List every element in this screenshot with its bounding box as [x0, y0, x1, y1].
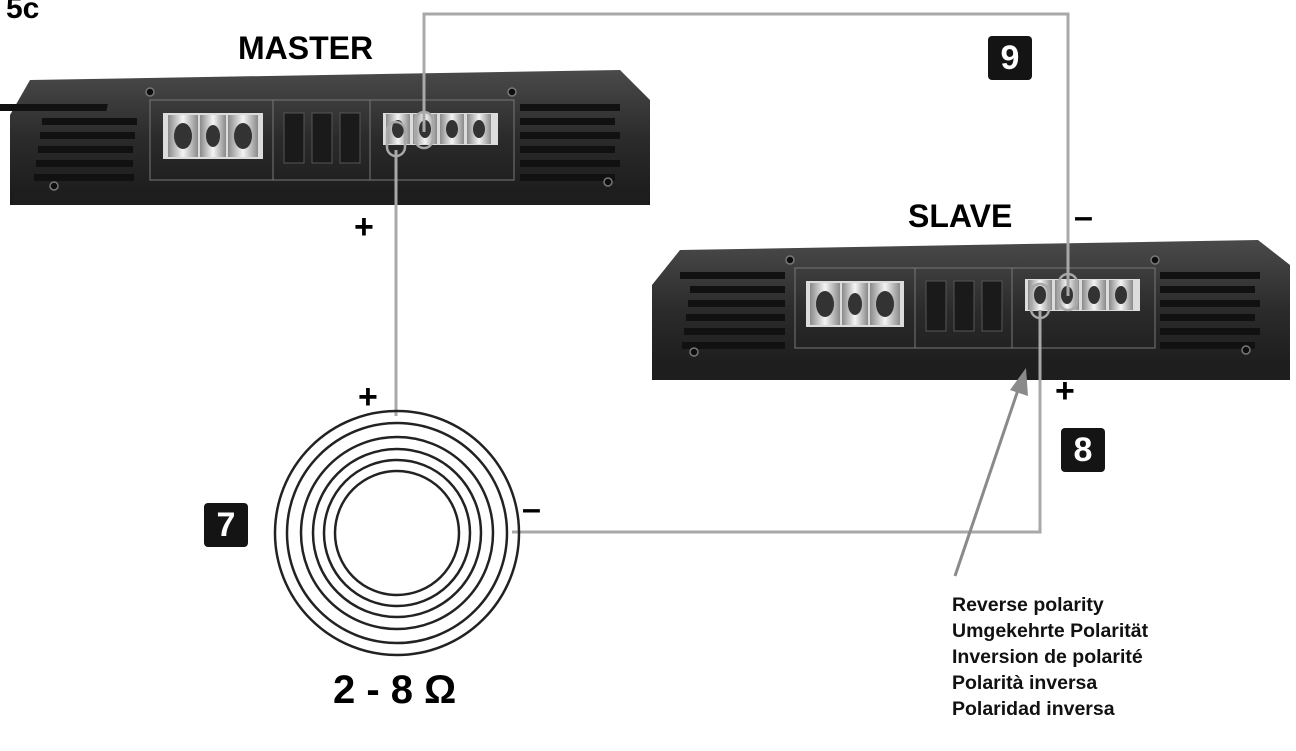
wires	[385, 12, 1079, 534]
figure-label: 5c	[6, 0, 40, 25]
master-power-terminals	[168, 115, 258, 157]
slave-minus-sign: –	[1074, 198, 1093, 236]
speaker-minus-sign: –	[522, 490, 541, 528]
polarity-note-line: Polaridad inversa	[952, 698, 1115, 720]
polarity-note-line: Polarità inversa	[952, 672, 1098, 694]
slave-left-heatsink-fins	[680, 272, 785, 349]
polarity-note-line: Reverse polarity	[952, 594, 1104, 616]
master-left-heatsink-fins	[0, 104, 137, 181]
slave-fuses	[925, 280, 1003, 332]
master-right-heatsink-fins	[520, 104, 620, 181]
badge-9: 9	[988, 36, 1032, 80]
slave-amplifier	[652, 240, 1290, 380]
polarity-note: Reverse polarity Umgekehrte Polarität In…	[952, 592, 1148, 722]
polarity-arrow	[953, 368, 1028, 577]
master-plus-sign: +	[354, 208, 374, 246]
slave-right-heatsink-fins	[1160, 272, 1260, 349]
speaker-icon	[273, 409, 521, 657]
slave-label: SLAVE	[908, 198, 1013, 234]
wire-bridge-master-to-slave	[422, 12, 1070, 296]
badge-8: 8	[1061, 428, 1105, 472]
master-label: MASTER	[238, 30, 374, 66]
master-fuses	[283, 112, 361, 164]
polarity-note-line: Inversion de polarité	[952, 646, 1143, 668]
slave-power-terminals	[810, 283, 900, 325]
slave-plus-sign: +	[1055, 372, 1075, 410]
badge-7: 7	[204, 503, 248, 547]
master-amplifier	[0, 70, 650, 205]
speaker-plus-sign: +	[358, 378, 378, 416]
polarity-note-line: Umgekehrte Polarität	[952, 620, 1149, 642]
wire-slave-positive-to-speaker	[512, 310, 1042, 534]
speaker-impedance: 2 - 8 Ω	[333, 668, 457, 712]
